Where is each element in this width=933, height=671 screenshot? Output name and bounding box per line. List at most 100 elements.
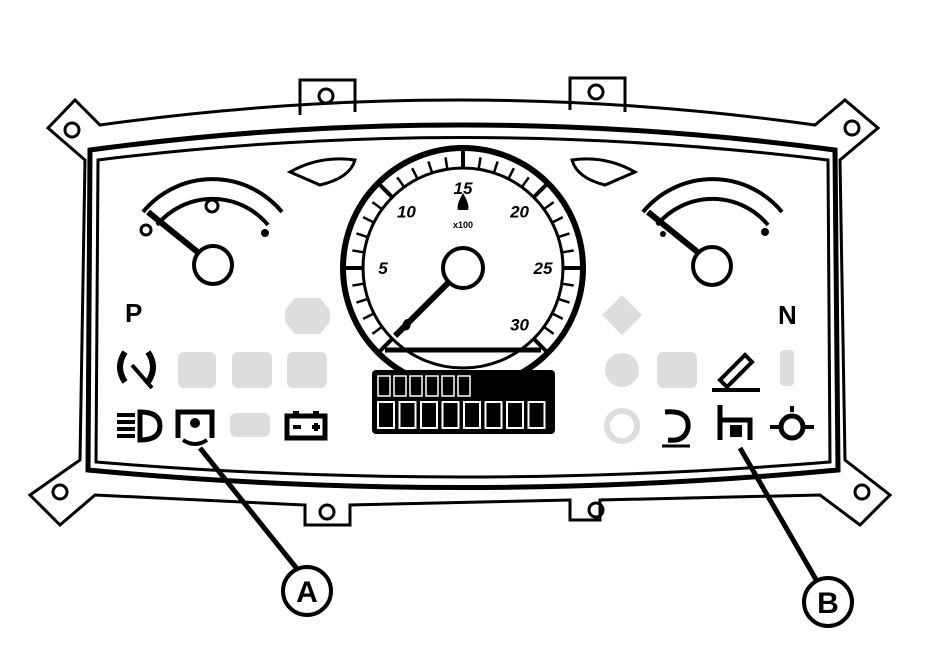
gauge-hub [192, 244, 234, 286]
tach-tick [352, 249, 364, 254]
four-wheel-drive-icon [232, 352, 272, 388]
brake-reverse-icon [780, 350, 794, 386]
tach-tick [356, 232, 368, 238]
oil-pressure-icon [770, 406, 814, 441]
callout-a: A [198, 446, 333, 617]
tach-tick [543, 326, 555, 335]
mount-hole [587, 501, 605, 519]
tach-tick [356, 298, 368, 304]
lcd-small-digit [425, 375, 439, 397]
air-filter-icon [604, 408, 640, 444]
warning-diamond-icon [602, 295, 642, 335]
tach-tick [543, 201, 555, 210]
gauge-arc-inner [655, 196, 770, 227]
mount-hole [853, 483, 871, 501]
gauge-needle [646, 209, 707, 261]
tachometer: 0 5 10 15 20 25 30 x100 [340, 145, 586, 391]
two-speed-icon [230, 413, 270, 437]
bezel-inner [94, 136, 832, 479]
regen-icon [662, 409, 691, 448]
park-indicator: P [125, 298, 142, 328]
lcd-digit [484, 401, 503, 429]
lcd-digit [441, 401, 460, 429]
lcd-display [372, 370, 555, 434]
service-pencil-icon [712, 352, 760, 392]
tach-tick [444, 157, 449, 169]
leader-line-b [737, 446, 821, 585]
tach-tick [521, 176, 530, 188]
tach-tick [371, 326, 383, 335]
tach-label: 30 [510, 316, 529, 335]
callout-b: B [737, 446, 854, 628]
lcd-small-digit [393, 375, 407, 397]
gauge-arc [141, 177, 284, 214]
tach-tick [427, 161, 433, 173]
lcd-digit [527, 401, 546, 429]
tach-hub [441, 246, 485, 290]
mount-hole [51, 483, 69, 501]
tach-tick [493, 161, 499, 173]
low-dot-icon [660, 231, 666, 237]
housing-outline [27, 97, 893, 528]
headlight-icon [117, 409, 163, 443]
lcd-small-digit [441, 375, 455, 397]
mount-hole [63, 121, 81, 139]
callout-label-b: B [817, 587, 839, 620]
diff-lock-icon [178, 352, 216, 388]
empty-dot-icon [139, 223, 153, 237]
lcd-small-digit [377, 375, 391, 397]
tach-multiplier: x100 [453, 220, 473, 230]
tach-tick [411, 167, 419, 179]
tach-tick [562, 282, 574, 287]
tach-label: 5 [378, 259, 388, 278]
mount-tab-top-right [568, 76, 627, 112]
tach-tick [558, 298, 570, 304]
hitch-icon [657, 352, 697, 388]
radio-fault-icon [117, 350, 156, 390]
tach-tick [562, 249, 574, 254]
gear-icon [605, 353, 639, 387]
gauge-arc [641, 177, 784, 214]
high-dot-icon [761, 228, 769, 236]
tach-label: 20 [509, 202, 529, 221]
housing [27, 76, 893, 528]
mount-tab-top-left [298, 78, 357, 115]
callout-label-a: A [296, 576, 318, 609]
leader-line-a [198, 446, 300, 572]
stop-icon [285, 298, 330, 334]
mount-hole [587, 83, 605, 101]
tach-tick [377, 182, 393, 198]
park-lever-icon [717, 405, 753, 440]
mount-hole [843, 119, 861, 137]
tach-tick [552, 312, 564, 320]
tach-tick [362, 216, 374, 224]
gauge-hub [691, 245, 733, 287]
brake-icon [204, 198, 220, 214]
brake-gauge [139, 177, 284, 286]
tach-tick [352, 282, 364, 287]
tach-label: 25 [533, 259, 553, 278]
tractor-tow-icon [287, 352, 327, 388]
lcd-digit [377, 401, 395, 429]
tach-tick [533, 182, 549, 198]
turn-left-icon [286, 157, 357, 187]
lcd-digit [463, 401, 481, 429]
tach-label: 15 [454, 179, 473, 198]
lcd-small-digit [457, 375, 471, 397]
tach-scale-ring [361, 166, 565, 370]
lcd-digit [506, 401, 524, 429]
fuel-gauge [641, 177, 784, 287]
neutral-indicator: N [778, 300, 797, 330]
turn-right-icon [570, 157, 639, 187]
battery-icon [284, 411, 328, 441]
tach-tick [371, 201, 383, 210]
tach-tick [377, 338, 393, 354]
tach-tick [362, 312, 374, 320]
tach-label: 10 [397, 202, 416, 221]
callout-circle-a [281, 565, 333, 617]
fuel-drop-icon [457, 193, 469, 210]
tach-tick [477, 157, 482, 169]
pto-engaged-icon [175, 409, 215, 446]
tach-tick [533, 338, 549, 354]
